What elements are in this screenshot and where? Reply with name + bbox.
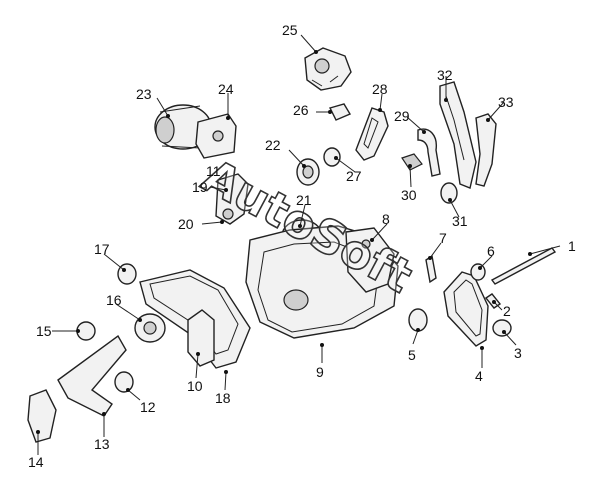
callout-21: 21: [296, 192, 312, 208]
part-pulley-16: [134, 313, 166, 343]
part-bracket: [195, 113, 237, 159]
callout-4: 4: [475, 368, 483, 384]
callout-9: 9: [316, 364, 324, 380]
part-roller-5: [408, 308, 428, 332]
part-tensioner: [215, 173, 249, 225]
part-small-pulley-27: [323, 147, 341, 167]
callout-3: 3: [514, 345, 522, 361]
part-bolt-7: [425, 254, 437, 284]
leader-lines: [36, 34, 561, 455]
part-washer-6: [470, 263, 486, 281]
callout-2: 2: [503, 303, 511, 319]
part-chain-32: [439, 81, 477, 189]
callout-13: 13: [94, 436, 110, 452]
part-hose-29: [417, 128, 441, 177]
callout-18: 18: [215, 390, 231, 406]
callout-15: 15: [36, 323, 52, 339]
part-small-block: [328, 103, 352, 121]
callout-20: 20: [178, 216, 194, 232]
callout-14: 14: [28, 454, 44, 470]
callout-19: 19: [192, 179, 208, 195]
callout-33: 33: [498, 94, 514, 110]
callout-10: 10: [187, 378, 203, 394]
part-belt-10: [187, 309, 215, 367]
part-water-pump: [304, 47, 352, 91]
callout-1: 1: [568, 238, 576, 254]
part-pulley-3: [492, 319, 512, 337]
callout-labels: 1 2 3 4 5 6 7 8 9 10 11 12 13 14 15 16 1…: [28, 22, 576, 470]
callout-16: 16: [106, 292, 122, 308]
callout-31: 31: [452, 213, 468, 229]
callout-6: 6: [487, 243, 495, 259]
part-block-30: [401, 153, 423, 171]
callout-27: 27: [346, 168, 362, 184]
callout-5: 5: [408, 347, 416, 363]
callout-17: 17: [94, 241, 110, 257]
callout-11: 11: [206, 163, 221, 179]
callout-30: 30: [401, 187, 417, 203]
part-pulley-12: [114, 371, 134, 393]
callout-7: 7: [439, 230, 447, 246]
callout-8: 8: [382, 211, 390, 227]
callout-26: 26: [293, 102, 309, 118]
callout-25: 25: [282, 22, 298, 38]
callout-28: 28: [372, 81, 388, 97]
callout-29: 29: [394, 108, 410, 124]
callout-24: 24: [218, 81, 234, 97]
part-belt-4: [443, 271, 489, 347]
part-roller-31: [440, 182, 458, 204]
part-rod-1: [490, 247, 557, 285]
part-guide-33: [475, 113, 497, 187]
part-gasket-28: [355, 107, 389, 161]
part-cover-plate-8: [345, 227, 395, 293]
callout-12: 12: [140, 399, 156, 415]
part-belt-13: [57, 334, 127, 417]
callout-32: 32: [437, 67, 453, 83]
callout-22: 22: [265, 137, 281, 153]
callout-23: 23: [136, 86, 152, 102]
part-bracket-14: [27, 389, 57, 443]
parts-layer: [27, 47, 557, 443]
part-pulley-22: [296, 158, 320, 186]
